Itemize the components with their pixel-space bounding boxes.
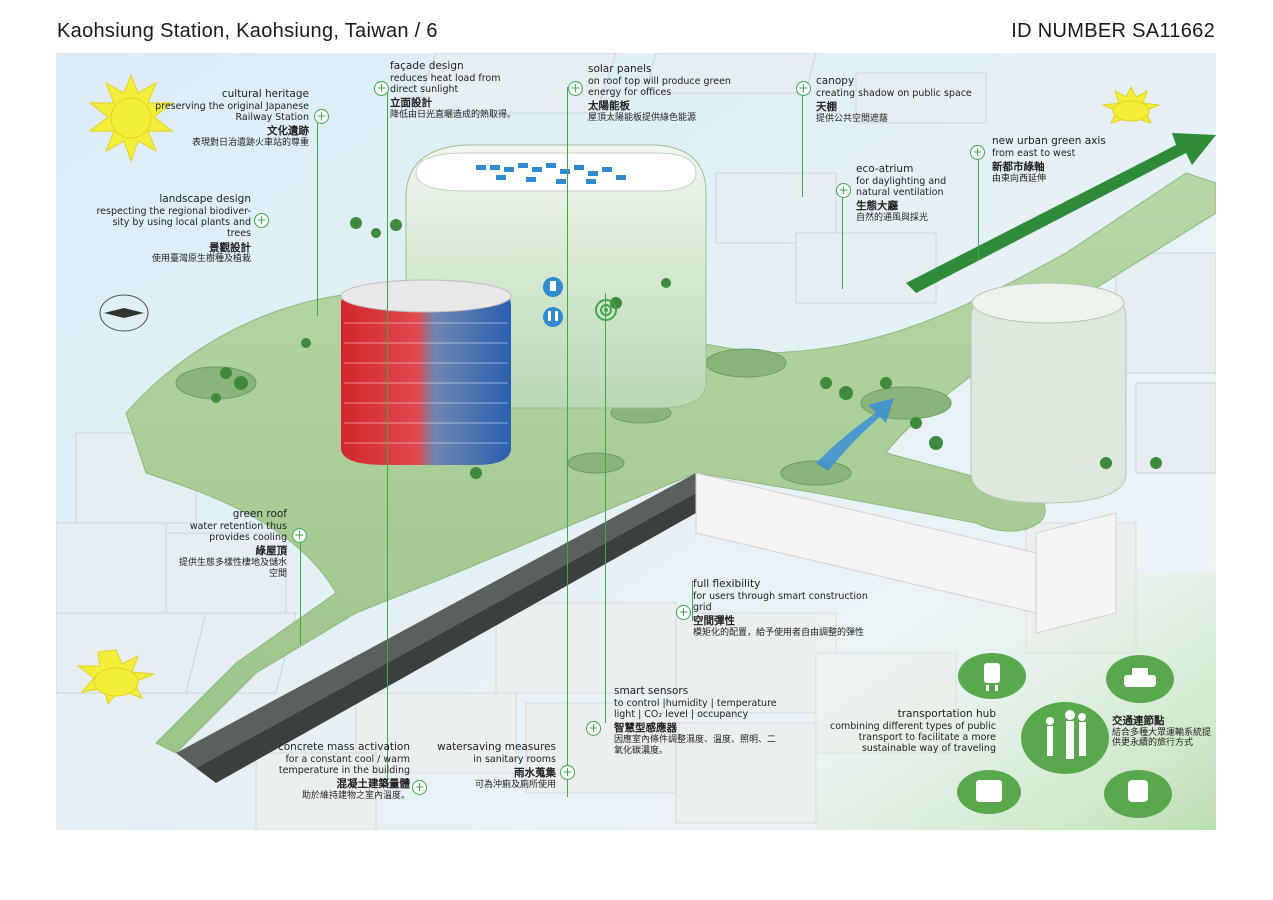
train-icon bbox=[958, 653, 1026, 699]
annotation-eco-atrium: eco-atrium for daylighting and natural v… bbox=[856, 163, 947, 223]
wifi-sensor-icon bbox=[595, 299, 617, 321]
plus-icon[interactable]: + bbox=[560, 765, 575, 780]
leader-line bbox=[567, 87, 568, 797]
leader-line bbox=[802, 87, 803, 197]
plus-icon[interactable]: + bbox=[676, 605, 691, 620]
annotation-watersaving: watersaving measures in sanitary rooms 雨… bbox=[437, 741, 556, 790]
page-title: Kaohsiung Station, Kaohsiung, Taiwan / 6 bbox=[57, 20, 438, 42]
taxi-icon bbox=[1106, 655, 1174, 703]
plus-icon[interactable]: + bbox=[292, 528, 307, 543]
annotation-smart-sensors: smart sensors to control |humidity | tem… bbox=[614, 685, 777, 756]
bus-icon bbox=[957, 770, 1021, 814]
plus-icon[interactable]: + bbox=[412, 780, 427, 795]
annotation-urban-green-axis: new urban green axis from east to west 新… bbox=[992, 135, 1106, 184]
leader-line bbox=[978, 150, 979, 260]
annotation-solar-panels: solar panels on roof top will produce gr… bbox=[588, 63, 731, 123]
id-number: ID NUMBER SA11662 bbox=[1011, 20, 1215, 42]
plus-icon[interactable]: + bbox=[970, 145, 985, 160]
scene-graphic bbox=[56, 53, 1216, 830]
annotation-transportation-hub-zh: 交通連節點 結合多種大眾運輸系統提供更永續的旅行方式 bbox=[1112, 715, 1212, 749]
annotation-facade-design: façade design reduces heat load from dir… bbox=[390, 60, 517, 120]
annotation-transportation-hub: transportation hub combining different t… bbox=[829, 708, 996, 755]
plus-icon[interactable]: + bbox=[836, 183, 851, 198]
sun-icon bbox=[76, 649, 155, 706]
leader-line bbox=[317, 116, 318, 316]
plus-icon[interactable]: + bbox=[586, 721, 601, 736]
annotation-landscape-design: landscape design respecting the regional… bbox=[96, 193, 251, 265]
annotation-cultural-heritage: cultural heritage preserving the origina… bbox=[155, 88, 309, 148]
plus-icon[interactable]: + bbox=[796, 81, 811, 96]
metro-icon bbox=[1104, 770, 1172, 818]
compass-icon bbox=[99, 294, 149, 332]
annotation-concrete-mass: concrete mass activation for a constant … bbox=[277, 741, 410, 801]
annotation-green-roof: green roof water retention thus provides… bbox=[178, 508, 287, 579]
annotation-full-flexibility: full flexibility for users through smart… bbox=[693, 578, 868, 638]
plus-icon[interactable]: + bbox=[568, 81, 583, 96]
leader-line bbox=[605, 293, 606, 723]
restroom-icon bbox=[543, 277, 563, 327]
sun-icon bbox=[1101, 85, 1161, 124]
leader-line bbox=[692, 581, 693, 621]
annotation-canopy: canopy creating shadow on public space 天… bbox=[816, 75, 972, 124]
plus-icon[interactable]: + bbox=[314, 109, 329, 124]
plus-icon[interactable]: + bbox=[254, 213, 269, 228]
sun-icon bbox=[88, 73, 174, 163]
family-icon bbox=[1021, 702, 1109, 774]
axonometric-illustration: + + + + + + + + + + + + cultural heritag… bbox=[56, 53, 1216, 830]
leader-line bbox=[387, 87, 388, 787]
leader-line bbox=[300, 535, 301, 645]
plus-icon[interactable]: + bbox=[374, 81, 389, 96]
leader-line bbox=[842, 189, 843, 289]
